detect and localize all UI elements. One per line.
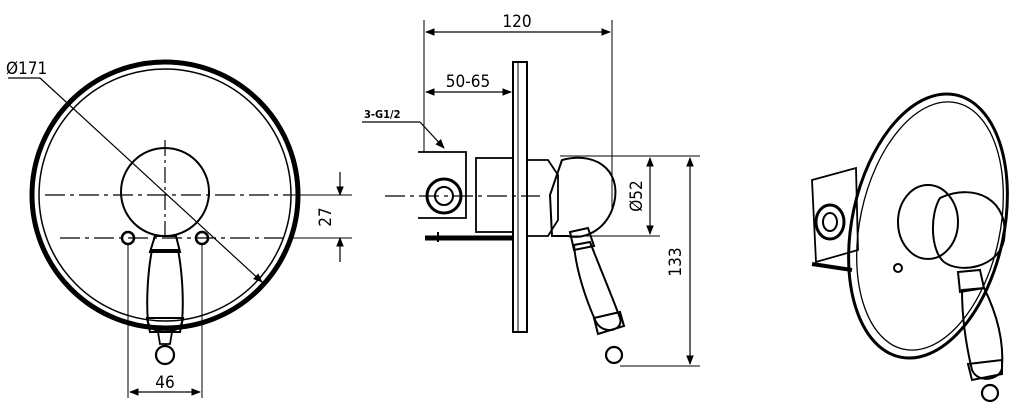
iso-handle-dome (931, 191, 1006, 269)
side-body-housing (475, 157, 514, 233)
iso-lever-band (966, 358, 1003, 382)
side-trim-ring (526, 159, 559, 237)
lever-band (145, 317, 185, 333)
front-view (8, 59, 352, 398)
iso-screw (893, 263, 903, 273)
side-cover-plate (512, 61, 528, 333)
label-height-total: 133 (666, 247, 686, 276)
lever-handle (146, 249, 184, 333)
label-diameter-plate: Ø171 (6, 59, 47, 79)
iso-handle-base (897, 184, 959, 260)
label-diameter-handle: Ø52 (627, 180, 647, 212)
label-height-offset: 27 (316, 207, 336, 226)
side-lever-band (592, 310, 626, 336)
isometric-view (811, 92, 1009, 403)
iso-inlet-inner (822, 212, 838, 232)
label-inlet-spec: 3-G1/2 (364, 108, 401, 121)
iso-lever-knob (980, 383, 1000, 403)
label-depth-total: 120 (502, 12, 531, 32)
side-handle-dome (548, 156, 617, 238)
side-view (362, 20, 700, 367)
label-width-screws: 46 (155, 373, 174, 393)
iso-plate-inner (856, 101, 1004, 351)
lever-collar (148, 235, 182, 253)
iso-valve-body (811, 166, 859, 264)
side-lever-collar (568, 226, 596, 252)
label-depth-adjust: 50-65 (446, 72, 490, 92)
lever-knob (154, 344, 176, 366)
side-valve-block (418, 151, 467, 219)
lever-neck (156, 331, 174, 345)
inlet-leader-d (419, 121, 445, 149)
diameter-dim-line (39, 77, 263, 283)
side-lever-knob (604, 345, 624, 365)
iso-mount-bar (811, 262, 853, 272)
iso-inlet-outer (814, 203, 846, 241)
iso-plate-outer (847, 92, 1009, 360)
iso-lever-handle (960, 286, 1004, 380)
